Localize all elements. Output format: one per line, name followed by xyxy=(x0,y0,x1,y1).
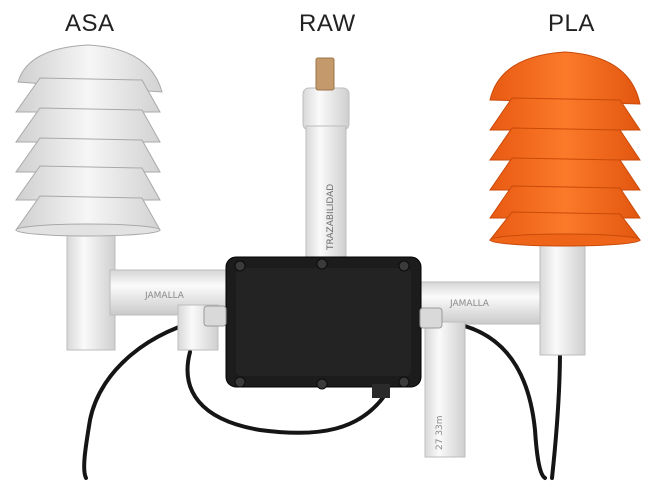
raw-pvc: TRAZABILIDAD xyxy=(302,57,350,267)
left-pipe-marking: JAMALLA xyxy=(144,291,185,301)
pla-shield xyxy=(488,51,642,247)
raw-pipe-marking: TRAZABILIDAD xyxy=(326,184,336,251)
pla-pvc: JAMALLA 27 33m xyxy=(414,234,586,458)
cable-glands xyxy=(203,305,443,329)
right-cable-2 xyxy=(550,348,562,480)
right-cable xyxy=(443,320,547,480)
enclosure-box xyxy=(225,256,422,398)
bottom-cable xyxy=(185,350,387,435)
cables xyxy=(82,316,562,480)
asa-shield xyxy=(15,44,163,237)
raw-label: RAW xyxy=(299,10,356,37)
lower-pipe-marking: 27 33m xyxy=(435,415,445,450)
left-cable xyxy=(82,316,212,480)
asa-label: ASA xyxy=(65,10,115,37)
asa-pvc: JAMALLA xyxy=(66,224,236,351)
right-pipe-marking: JAMALLA xyxy=(449,299,490,309)
pla-label: PLA xyxy=(548,10,595,37)
